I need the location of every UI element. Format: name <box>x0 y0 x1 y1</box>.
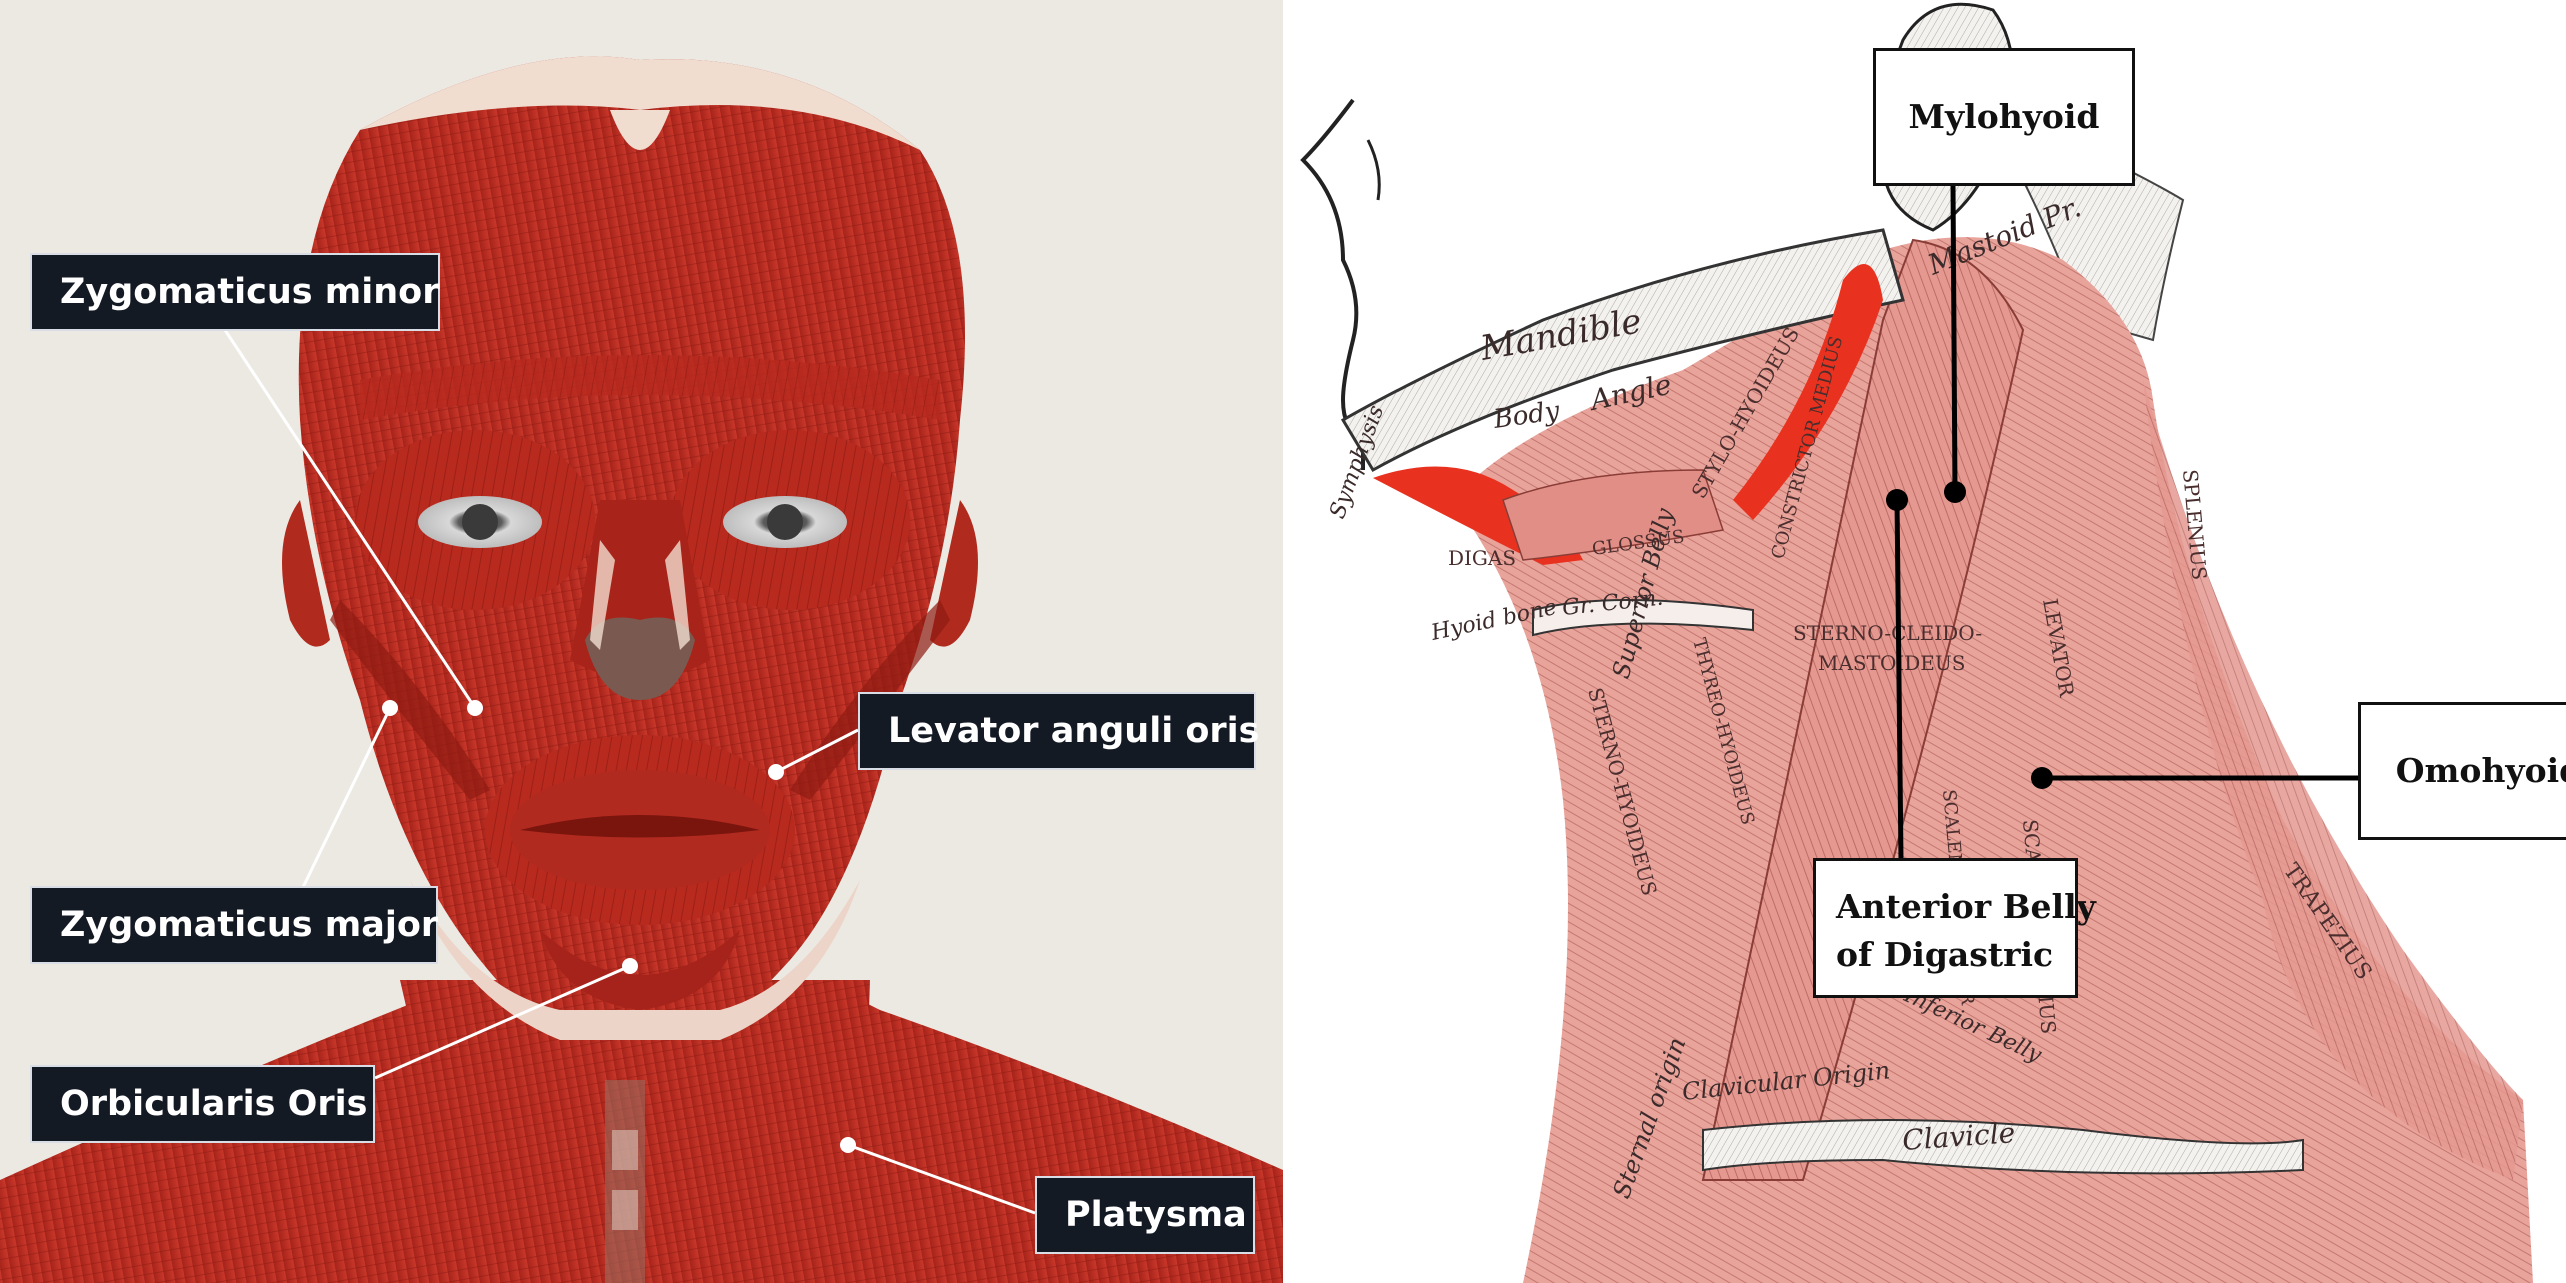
label-omohyoid: Omohyoid <box>2358 702 2566 840</box>
neck-muscles-engraving: Mandible Body Angle Mastoid Pr. Symphysi… <box>1300 2 2533 1283</box>
text-mastoideus: MASTOIDEUS <box>1818 651 1965 675</box>
label-mylohyoid: Mylohyoid <box>1873 48 2135 186</box>
label-levator-anguli-oris: Levator anguli oris <box>858 692 1260 770</box>
label-zygomaticus-minor: Zygomaticus minor <box>30 253 440 331</box>
mandible <box>1340 228 1905 473</box>
text-digastricus: DIGAS <box>1448 546 1516 570</box>
suprahyoid-muscles-panel: Mandible Body Angle Mastoid Pr. Symphysi… <box>1283 0 2566 1283</box>
label-zygomaticus-major: Zygomaticus major <box>30 886 438 964</box>
label-platysma: Platysma <box>1035 1176 1255 1254</box>
text-clavicle: Clavicle <box>1901 1116 2016 1157</box>
facial-muscles-panel: Zygomaticus minor Levator anguli oris Zy… <box>0 0 1283 1283</box>
label-orbicularis-oris: Orbicularis Oris <box>30 1065 375 1143</box>
facial-muscles-illustration <box>0 56 1283 1283</box>
label-anterior-belly-line1: Anterior Belly <box>1836 887 2096 926</box>
label-anterior-belly-line2: of Digastric <box>1836 934 2054 974</box>
label-anterior-belly-of-digastric: Anterior Belly of Digastric <box>1813 858 2096 998</box>
clavicle <box>1702 1119 2304 1175</box>
face-profile <box>1300 98 1365 470</box>
text-sterno-cleido: STERNO-CLEIDO- <box>1793 621 1982 645</box>
neck-muscle-mass <box>1453 237 2533 1283</box>
stylohyoid-highlight <box>1733 264 1883 520</box>
